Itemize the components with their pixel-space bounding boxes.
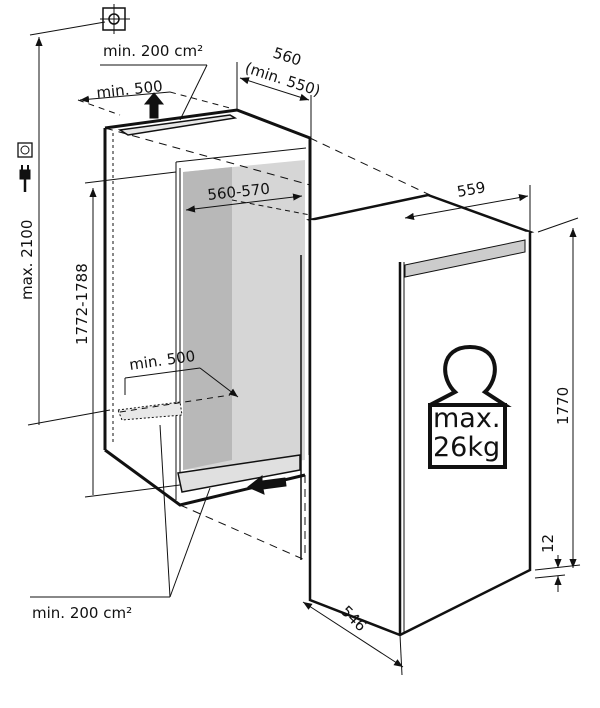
weight-icon [428,344,512,469]
appliance-depth-dimension [302,601,404,668]
plinth-gap-label: 12 [539,534,557,553]
max-height-label: max. 2100 [18,220,36,300]
appliance-body [300,193,535,637]
appliance-width-label: 559 [456,178,487,201]
max-load-line2: 26kg [433,432,500,463]
max-load-line1: max. [433,403,500,434]
plug-icon [19,165,31,192]
niche-cabinet [103,108,312,507]
airflow-in-arrow-icon [247,474,287,495]
control-panel [404,239,526,278]
appliance-height-label: 1770 [554,387,572,425]
niche-depth-label: 560 [271,44,304,70]
airflow-out-arrow-icon [143,92,165,119]
niche-height-label: 1772-1788 [73,263,91,345]
niche-width-dimension [185,193,303,213]
appliance-width-dimension [404,194,529,220]
bottom-vent-area-label: min. 200 cm² [32,604,132,622]
top-vent-area-label: min. 200 cm² [103,42,203,60]
power-socket-icon [17,142,33,158]
anchor-symbol-icon [100,4,130,34]
niche-depth-dimension [239,77,310,101]
niche-depth-min-label: (min. 550) [243,59,323,100]
